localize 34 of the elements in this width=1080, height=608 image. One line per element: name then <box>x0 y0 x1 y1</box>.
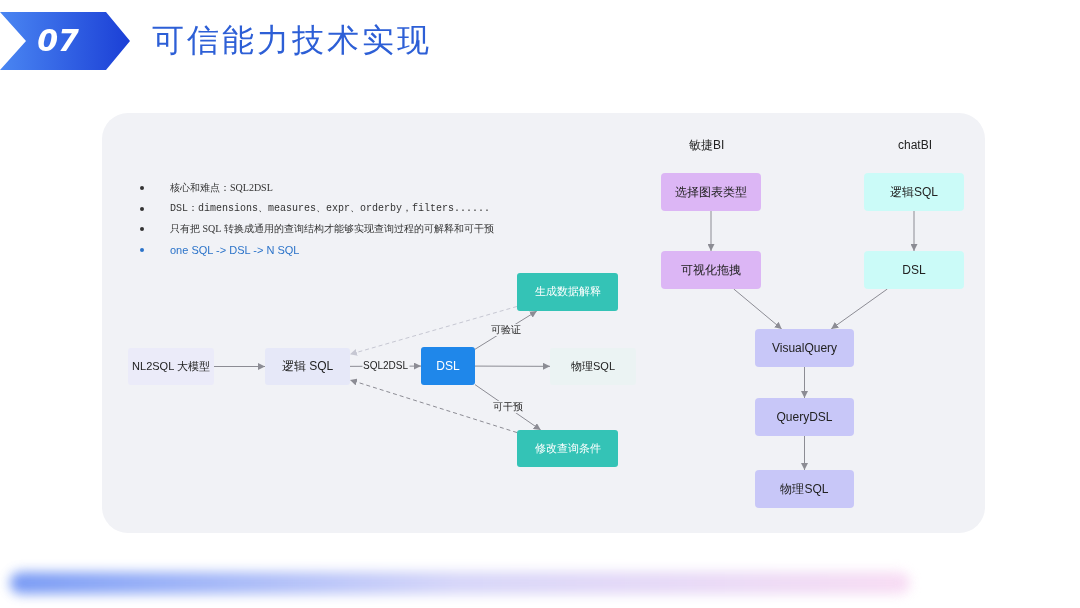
process-box: VisualQuery <box>755 329 854 367</box>
process-box: 逻辑 SQL <box>265 348 350 385</box>
process-box: 物理SQL <box>550 348 636 385</box>
arrow <box>830 288 888 330</box>
process-box: 逻辑SQL <box>864 173 964 211</box>
arrow <box>801 435 808 471</box>
edge-label: 可验证 <box>489 324 522 337</box>
bullet-text: DSL：dimensions、measures、expr、orderby，filters...... <box>170 202 491 216</box>
process-box: DSL <box>421 347 475 385</box>
process-box: 修改查询条件 <box>517 430 618 467</box>
bullet-text: 核心和难点：SQL2DSL <box>170 181 273 195</box>
bullet-text: 只有把 SQL 转换成通用的查询结构才能够实现查询过程的可解释和可干预 <box>170 222 494 236</box>
arrow <box>910 210 918 252</box>
arrow <box>801 366 808 399</box>
chevron-badge: 07 <box>0 12 130 70</box>
process-box: 物理SQL <box>755 470 854 508</box>
process-box: 生成数据解释 <box>517 273 618 311</box>
bullet-text: one SQL -> DSL -> N SQL <box>170 243 300 257</box>
arrow <box>213 363 266 370</box>
column-heading: 敏捷BI <box>689 138 725 152</box>
process-box: QueryDSL <box>755 398 854 436</box>
arrow <box>707 210 715 252</box>
process-box: 选择图表类型 <box>661 173 761 211</box>
process-box: 可视化拖拽 <box>661 251 761 289</box>
process-box: DSL <box>864 251 964 289</box>
edge-label: SQL2DSL <box>362 360 409 373</box>
slide-title: 可信能力技术实现 <box>152 21 432 60</box>
column-heading: chatBI <box>898 138 933 152</box>
arrow <box>349 305 518 356</box>
arrow <box>349 378 518 434</box>
process-box: NL2SQL 大模型 <box>128 348 214 385</box>
arrow <box>733 288 783 330</box>
arrow <box>474 362 551 370</box>
edge-label: 可干预 <box>491 401 524 414</box>
